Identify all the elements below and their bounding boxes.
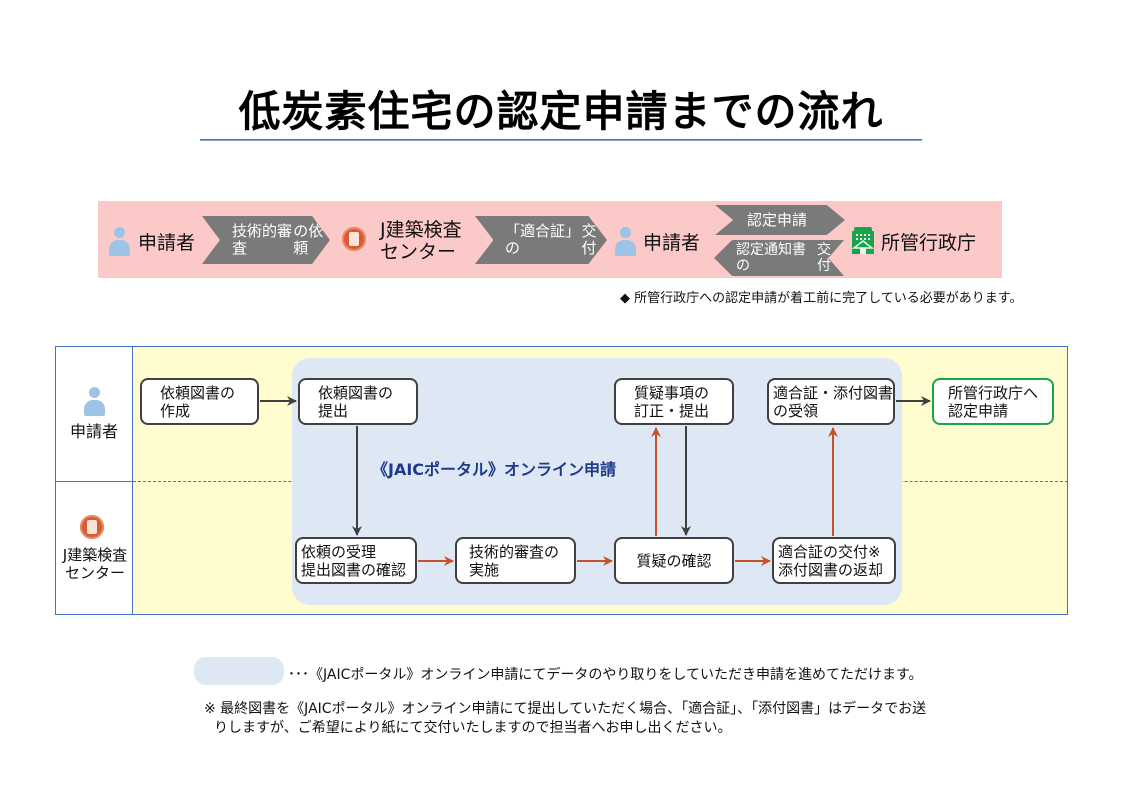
- step-line: 認定通知書の: [736, 242, 806, 274]
- lane-title-applicant: 申請者: [69, 422, 118, 441]
- node-qa-check: 質疑の確認: [614, 537, 734, 584]
- step-line: 認定申請: [747, 210, 808, 229]
- node-accept-check: 依頼の受理 提出図書の確認: [295, 537, 417, 584]
- node-tech-review: 技術的審査の 実施: [455, 537, 576, 584]
- step-line: 交付: [817, 242, 831, 274]
- step-line: の依頼: [293, 222, 324, 257]
- node-text: 提出: [318, 401, 349, 420]
- node-text: 技術的審査の: [469, 542, 560, 561]
- node-text: 認定申請: [948, 401, 1009, 420]
- lane-header-divider: [55, 481, 133, 482]
- summary-step-tech-review-request: 技術的審査 の依頼: [202, 216, 330, 264]
- person-icon: [614, 227, 636, 257]
- lane-title-center: J建築検査 センター: [56, 546, 134, 582]
- summary-applicant-label: 申請者: [138, 232, 196, 254]
- node-text: 実施: [469, 560, 500, 579]
- person-icon: [83, 387, 105, 417]
- center-line: センター: [380, 241, 457, 263]
- center-line: J建築検査: [380, 219, 462, 241]
- node-create-docs: 依頼図書の 作成: [140, 378, 259, 425]
- summary-applicant-label-2: 申請者: [643, 232, 701, 254]
- footnote-line: ※ 最終図書を《JAICポータル》オンライン申請にて提出していただく場合、「適合…: [204, 701, 927, 717]
- lane-title-line: J建築検査: [62, 546, 128, 564]
- node-text: 依頼図書の: [318, 383, 394, 402]
- node-submit-docs: 依頼図書の 提出: [298, 378, 418, 425]
- summary-step-cert-issue: 「適合証」の 交付: [475, 216, 607, 264]
- node-text: 適合証・添付図書: [773, 383, 894, 402]
- node-receive-cert: 適合証・添付図書 の受領: [767, 378, 895, 425]
- jaic-logo-icon: [342, 227, 366, 251]
- lane-title-line: センター: [64, 564, 125, 582]
- node-text: 添付図書の返却: [778, 560, 884, 579]
- prerequisite-note: ◆ 所管行政庁への認定申請が着工前に完了している必要があります。: [620, 291, 1023, 306]
- node-text: 質疑事項の: [634, 383, 710, 402]
- portal-label: 《JAICポータル》オンライン申請: [372, 460, 617, 479]
- footnote-line: りしますが、ご希望により紙にて交付いたしますので担当者へお申し出ください。: [214, 720, 732, 736]
- step-line: 技術的審査: [232, 222, 293, 257]
- footnote: ※ 最終図書を《JAICポータル》オンライン申請にて提出していただく場合、「適合…: [204, 700, 1004, 738]
- node-correct-submit: 質疑事項の 訂正・提出: [614, 378, 734, 425]
- node-text: 所管行政庁へ: [948, 383, 1039, 402]
- node-text: 提出図書の確認: [301, 560, 407, 579]
- node-text: 作成: [160, 401, 191, 420]
- node-apply-authority: 所管行政庁へ 認定申請: [932, 378, 1054, 425]
- node-text: の受領: [773, 401, 819, 420]
- step-line: 「適合証」の: [505, 222, 581, 257]
- government-building-icon: [851, 227, 875, 254]
- legend-swatch: [194, 657, 284, 685]
- node-text: 依頼の受理: [301, 542, 377, 561]
- node-text: 訂正・提出: [634, 401, 710, 420]
- summary-step-apply: 認定申請: [715, 205, 845, 235]
- summary-center-label: J建築検査 センター: [380, 219, 462, 263]
- person-icon: [108, 227, 130, 257]
- jaic-logo-icon: [80, 515, 104, 539]
- title-underline: [200, 139, 922, 141]
- summary-authority-label: 所管行政庁: [881, 232, 977, 254]
- node-text: 適合証の交付※: [778, 542, 881, 561]
- page-title: 低炭素住宅の認定申請までの流れ: [238, 87, 884, 136]
- node-text: 質疑の確認: [636, 551, 712, 570]
- legend-text: ･･･《JAICポータル》オンライン申請にてデータのやり取りをしていただき申請を…: [288, 667, 923, 683]
- summary-step-notice-issue: 認定通知書の 交付: [714, 240, 844, 276]
- node-text: 依頼図書の: [160, 383, 236, 402]
- node-issue-cert: 適合証の交付※ 添付図書の返却: [772, 537, 896, 584]
- step-line: 交付: [581, 222, 597, 257]
